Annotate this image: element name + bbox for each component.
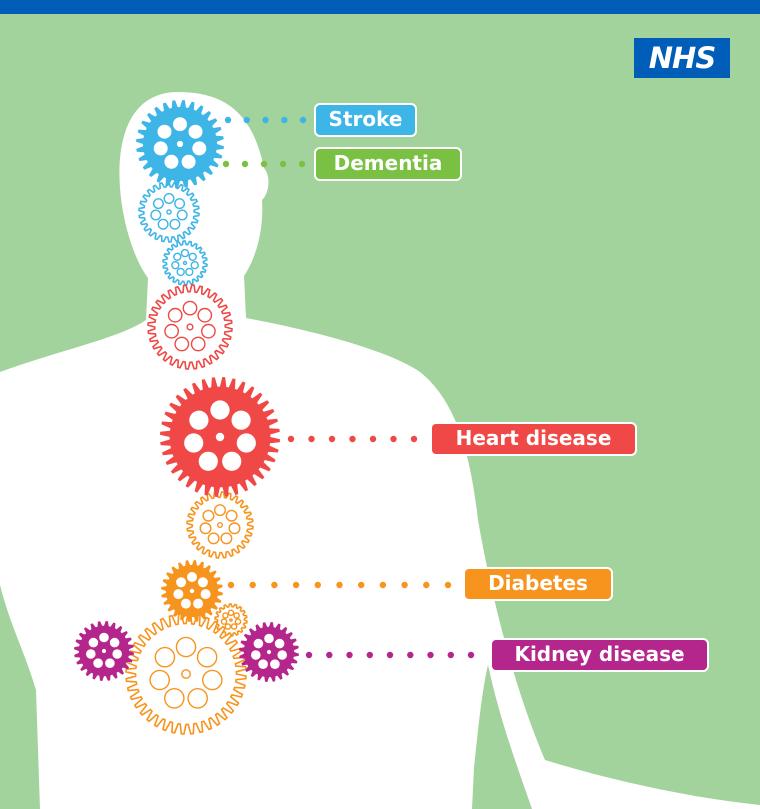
gear-outline-belly-orange bbox=[187, 492, 253, 558]
gear-diabetes bbox=[161, 560, 223, 622]
gear-stroke bbox=[136, 100, 224, 188]
kidney-disease-label: Kidney disease bbox=[490, 638, 709, 672]
connector-stroke bbox=[225, 117, 306, 123]
diabetes-label: Diabetes bbox=[463, 567, 613, 601]
connector-dementia bbox=[223, 161, 305, 167]
gear-outline-neck-small-blue bbox=[163, 241, 207, 285]
connector-diabetes bbox=[228, 582, 451, 588]
gear-outline-neck-blue bbox=[139, 182, 199, 242]
kidney-disease-label-text: Kidney disease bbox=[514, 642, 684, 666]
connector-heart bbox=[288, 436, 417, 442]
dementia-label: Dementia bbox=[314, 147, 462, 181]
diabetes-label-text: Diabetes bbox=[488, 571, 588, 595]
heart-disease-label: Heart disease bbox=[430, 422, 637, 456]
gear-kidney-right bbox=[239, 622, 299, 682]
connector-kidney bbox=[306, 652, 474, 658]
gear-outline-chest-red bbox=[148, 285, 232, 369]
stroke-label-text: Stroke bbox=[329, 107, 403, 131]
gear-heart bbox=[160, 377, 280, 497]
dementia-label-text: Dementia bbox=[334, 151, 443, 175]
stroke-label: Stroke bbox=[314, 103, 417, 137]
heart-disease-label-text: Heart disease bbox=[456, 426, 612, 450]
gear-kidney-left bbox=[74, 621, 134, 681]
